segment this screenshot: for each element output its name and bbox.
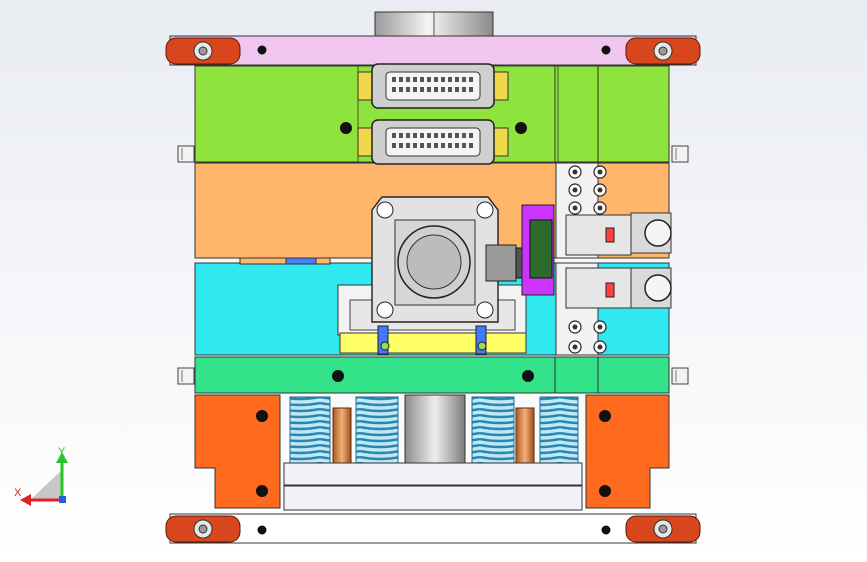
- clamp-icon: [165, 37, 701, 543]
- spacer-block-right: [585, 394, 670, 509]
- bottom-clamp-plate: [169, 513, 697, 544]
- bolt-holes: [568, 165, 607, 354]
- ejector-plate: [283, 462, 583, 511]
- axis-triad-icon: Y X: [14, 446, 68, 506]
- center-support-pillar: [404, 394, 466, 464]
- top-clamp-plate: [169, 35, 697, 66]
- support-plate: [194, 356, 670, 394]
- sprue-bushing: [374, 11, 494, 37]
- right-lifter-blocks: [565, 212, 672, 309]
- spacer-block-left: [194, 394, 281, 509]
- side-pins: [177, 145, 689, 385]
- spring-icon: [289, 396, 579, 464]
- axis-label-x: X: [14, 487, 22, 499]
- connector-icon: [357, 63, 509, 165]
- axis-label-y: Y: [58, 446, 66, 458]
- side-action: [521, 204, 555, 296]
